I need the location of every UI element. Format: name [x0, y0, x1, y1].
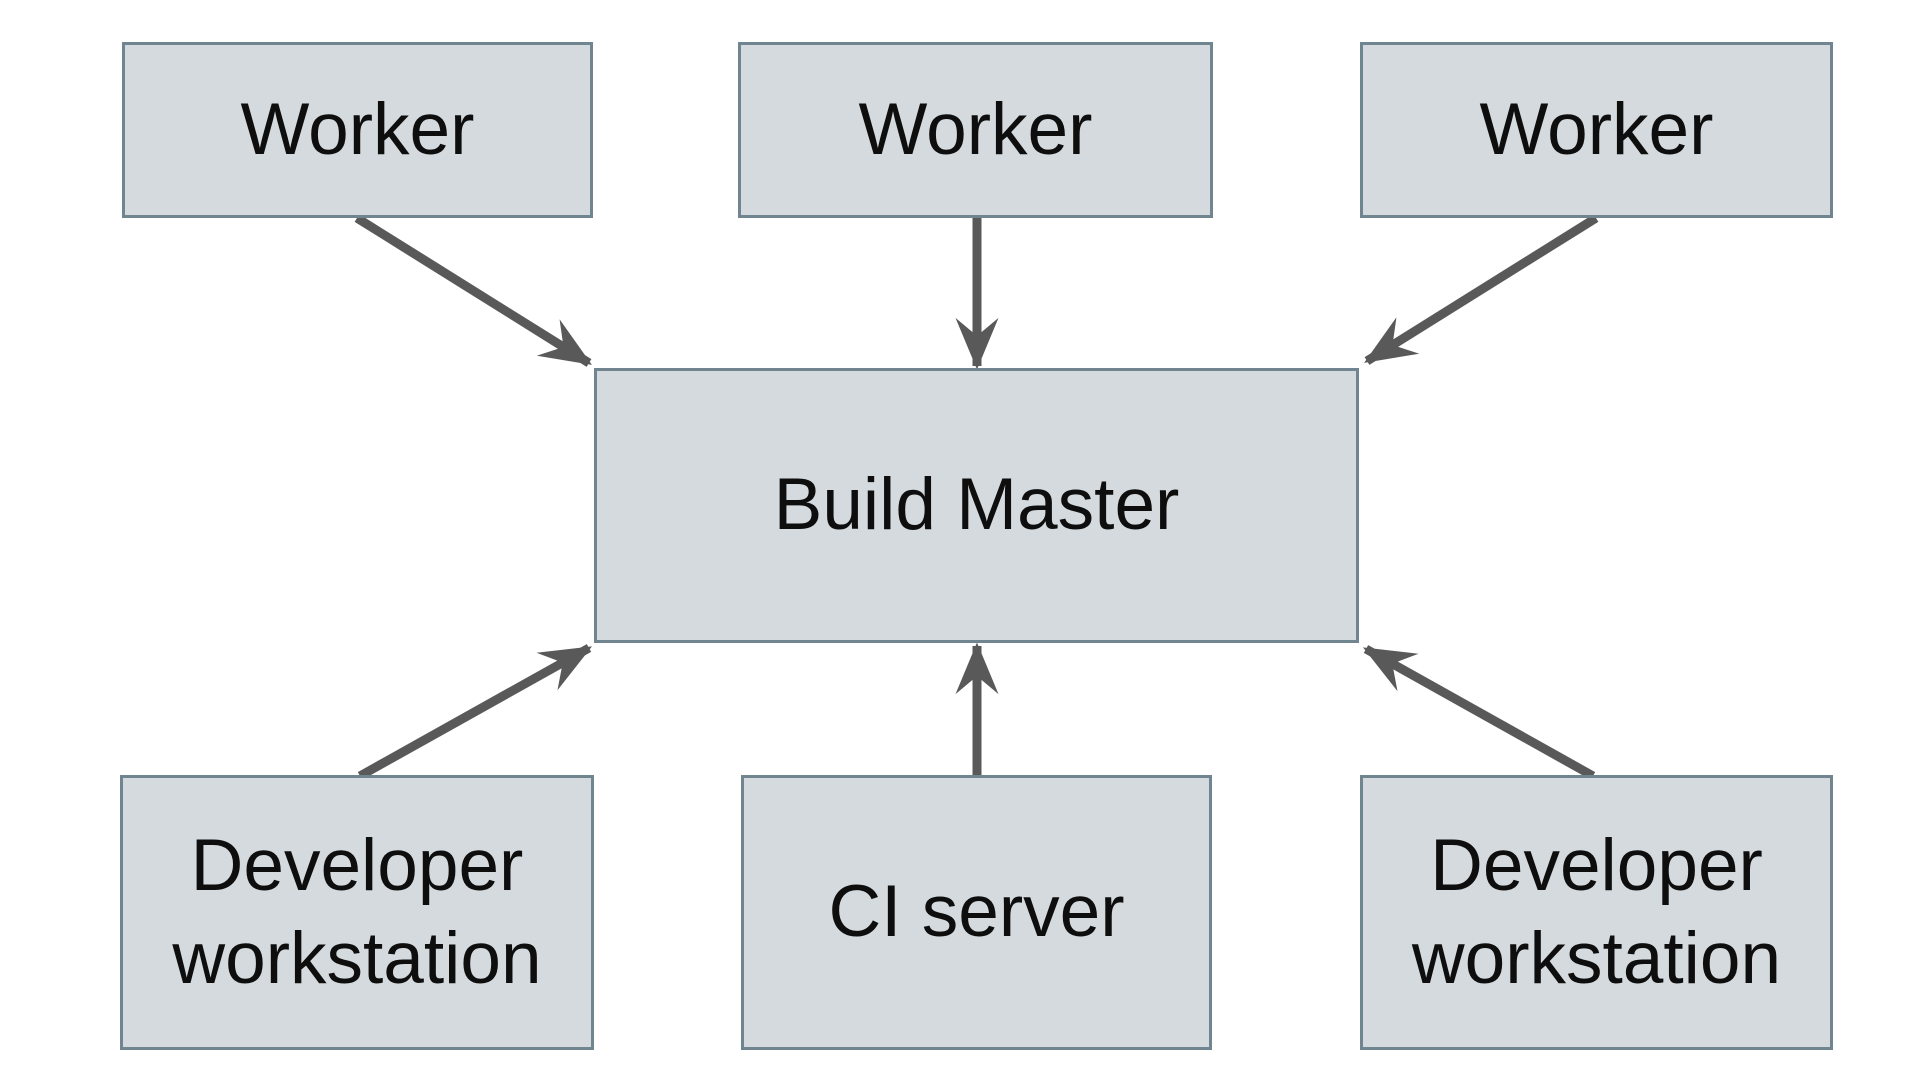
node-worker-3-label: Worker — [1479, 88, 1714, 170]
node-worker-2-label: Worker — [858, 88, 1093, 170]
node-ci-server: CI server — [741, 775, 1212, 1050]
node-build-master-label: Build Master — [773, 464, 1180, 546]
node-worker-2: Worker — [738, 42, 1213, 218]
node-developer-workstation-1: Developer workstation — [120, 775, 594, 1050]
arrow-dev-workstation-1-to-build-master — [357, 644, 593, 780]
node-worker-3: Worker — [1360, 42, 1833, 218]
arrow-dev-workstation-2-to-build-master — [1362, 645, 1596, 780]
node-worker-1: Worker — [122, 42, 593, 218]
node-worker-1-label: Worker — [240, 88, 475, 170]
arrow-worker-3-to-build-master — [1364, 214, 1599, 365]
node-ci-server-label: CI server — [828, 871, 1125, 953]
node-developer-workstation-2: Developer workstation — [1360, 775, 1833, 1050]
arrow-worker-1-to-build-master — [354, 214, 592, 367]
node-developer-workstation-1-label: Developer workstation — [172, 824, 542, 999]
node-developer-workstation-2-label: Developer workstation — [1411, 824, 1782, 999]
node-build-master: Build Master — [594, 368, 1359, 643]
